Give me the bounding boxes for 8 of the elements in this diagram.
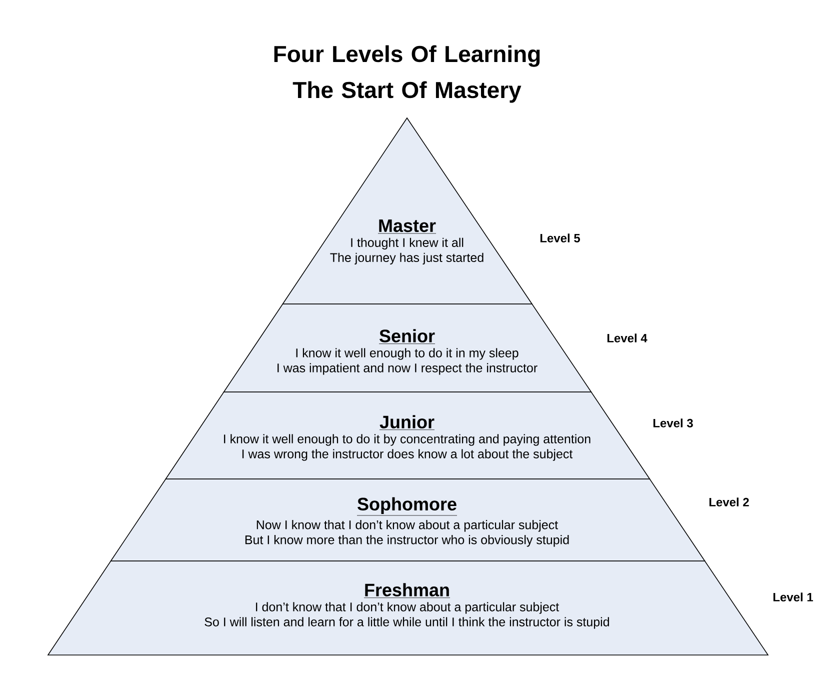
level-label: Level 3 [653, 418, 693, 428]
level-label: Level 5 [540, 234, 580, 242]
level-label: Level 1 [773, 592, 813, 602]
level-label: Level 4 [607, 334, 648, 342]
pyramid-band: Senior I know it well enough to do it in my sleep I was impatient and now I respect the instructor [223, 304, 592, 392]
pyramid-band: Sophomore Now I know that I don’t know about a particular subject But I know more than the instructor who is obviously stupid [110, 478, 706, 562]
level-label: Level 2 [709, 498, 749, 506]
title: Four Levels Of Learning The Start Of Mastery [274, 45, 540, 103]
